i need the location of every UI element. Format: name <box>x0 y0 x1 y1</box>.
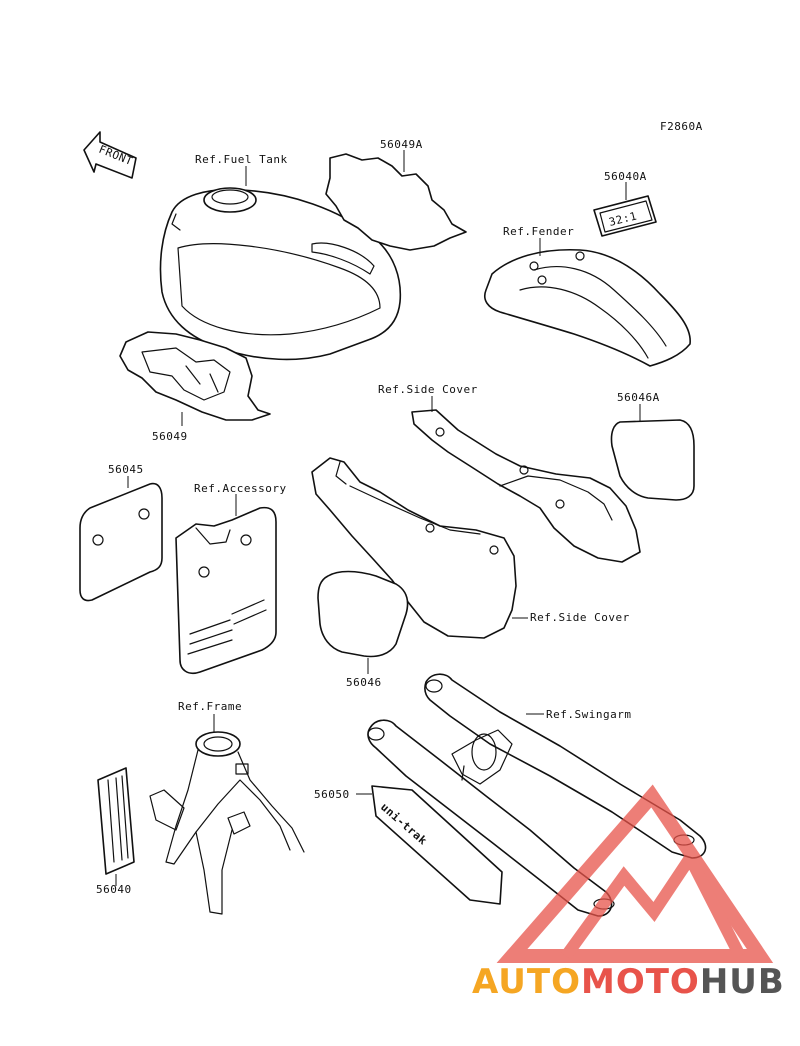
decal-56050: uni-trak <box>356 785 503 905</box>
label-ref-fuel-tank: Ref.Fuel Tank <box>195 153 288 166</box>
fuel-tank <box>159 166 402 361</box>
decal-56046 <box>317 570 409 674</box>
label-56045: 56045 <box>108 463 144 476</box>
label-ref-fender: Ref.Fender <box>503 225 574 238</box>
label-ref-swingarm: Ref.Swingarm <box>546 708 631 721</box>
label-ref-side-cover-top: Ref.Side Cover <box>378 383 478 396</box>
label-ref-frame: Ref.Frame <box>178 700 242 713</box>
watermark-auto: AUTO <box>472 962 581 1002</box>
label-56040A: 56040A <box>604 170 647 183</box>
label-56046: 56046 <box>346 676 382 689</box>
side-cover-upper <box>411 396 641 563</box>
label-ref-side-cover-bottom: Ref.Side Cover <box>530 611 630 624</box>
watermark-moto: MOTO <box>580 962 700 1002</box>
label-56049: 56049 <box>152 430 188 443</box>
decal-56049 <box>119 331 271 426</box>
label-56040: 56040 <box>96 883 132 896</box>
label-56049A: 56049A <box>380 138 423 151</box>
decal-56045 <box>79 476 163 602</box>
decal-56046A <box>610 404 695 501</box>
watermark-hub: HUB <box>699 962 785 1002</box>
label-56050: 56050 <box>314 788 350 801</box>
label-ref-accessory: Ref.Accessory <box>194 482 287 495</box>
decal-56040 <box>97 767 135 886</box>
frame <box>149 714 305 915</box>
watermark-text: AUTOMOTOHUB <box>472 962 785 1002</box>
label-56046A: 56046A <box>617 391 660 404</box>
watermark-logo-icon <box>496 784 774 963</box>
front-arrow-icon: FRONT <box>83 131 137 179</box>
figure-code: F2860A <box>660 120 703 133</box>
decal-56049A <box>325 150 467 251</box>
decal-56040A: 32:1 <box>593 182 657 237</box>
rear-fender <box>484 238 691 367</box>
side-cover-lower <box>311 457 528 639</box>
accessory-plate <box>175 494 277 675</box>
